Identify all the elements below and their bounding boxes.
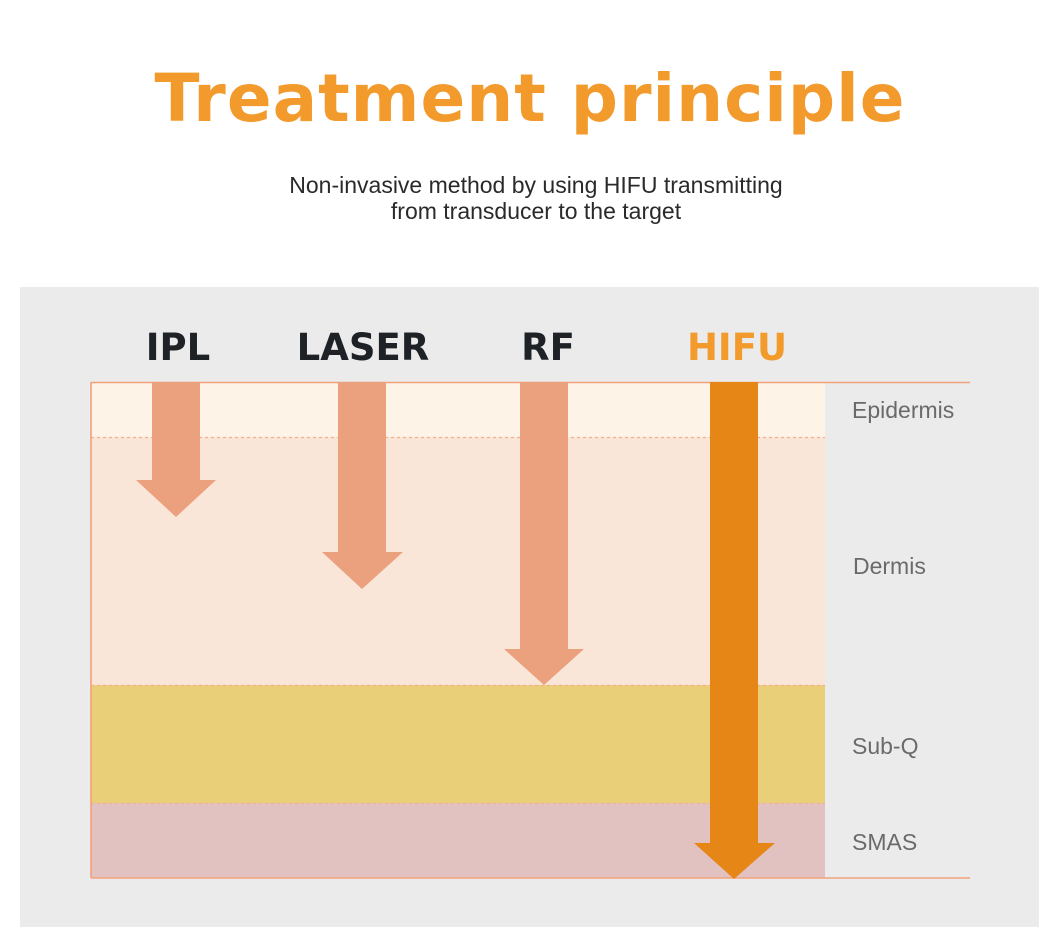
skin-layers-diagram: IPL LASER RF HIFU Epidermis Dermis Sub-Q… (90, 326, 970, 879)
layer-label-subq: Sub-Q (852, 733, 918, 759)
layer-label-dermis: Dermis (853, 553, 926, 579)
tech-label-hifu: HIFU (687, 326, 787, 369)
arrow-ipl (136, 382, 216, 517)
arrow-hifu (694, 382, 775, 879)
subtitle-line-2: from transducer to the target (390, 198, 682, 224)
subtitle-line-1: Non-invasive method by using HIFU transm… (289, 172, 783, 198)
arrow-rf (504, 382, 584, 685)
diagram-panel: IPL LASER RF HIFU Epidermis Dermis Sub-Q… (20, 287, 1039, 927)
page-title: Treatment principle (154, 60, 906, 137)
subtitle: Non-invasive method by using HIFU transm… (0, 172, 1060, 224)
layer-smas (91, 803, 825, 878)
layer-epidermis (91, 382, 825, 437)
layer-dermis (91, 437, 825, 685)
layer-label-epidermis: Epidermis (852, 397, 954, 423)
tech-label-laser: LASER (297, 326, 430, 369)
layer-subq (91, 685, 825, 803)
layer-label-smas: SMAS (852, 829, 917, 855)
arrow-laser (322, 382, 403, 589)
tech-label-rf: RF (521, 326, 575, 369)
tech-label-ipl: IPL (146, 326, 210, 369)
